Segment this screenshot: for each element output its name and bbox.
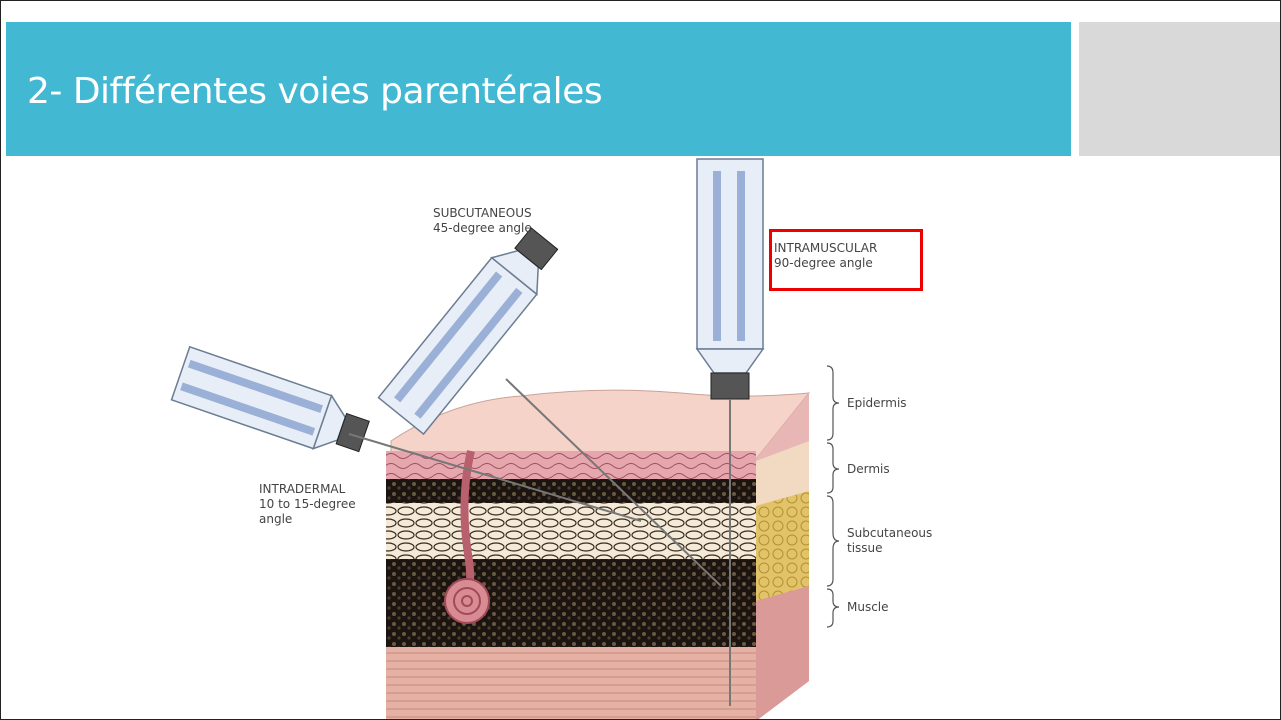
dermis-layer [386, 451, 756, 481]
intradermal-angle-label-1: 10 to 15-degree [259, 497, 356, 511]
dermis-label: Dermis [847, 462, 890, 476]
muscle-layer [386, 559, 756, 649]
muscle-label: Muscle [847, 600, 889, 614]
epidermis-label: Epidermis [847, 396, 907, 410]
subcutaneous-tissue-label-2: tissue [847, 541, 883, 555]
subcutaneous-tissue-label-1: Subcutaneous [847, 526, 932, 540]
subcutaneous-angle-label: 45-degree angle [433, 221, 532, 235]
skin-block [386, 390, 809, 720]
subcutaneous-label: SUBCUTANEOUS [433, 206, 532, 220]
layer-braces [827, 366, 839, 627]
intramuscular-highlight-box [769, 229, 923, 291]
intradermal-syringe [172, 347, 374, 463]
intradermal-angle-label-2: angle [259, 512, 292, 526]
subcutaneous-layer [386, 503, 756, 561]
intradermal-label: INTRADERMAL [259, 482, 346, 496]
